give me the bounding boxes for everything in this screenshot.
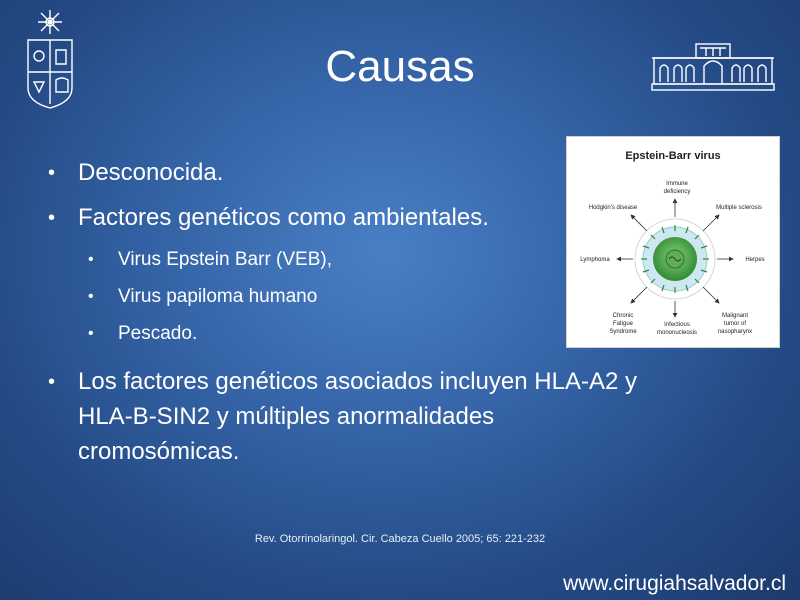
citation: Rev. Otorrinolaringol. Cir. Cabeza Cuell… [254,533,546,545]
bullet-continuation: cromosómicas. [78,438,240,465]
label-cfs-1: Chronic [613,313,634,319]
label-malignant-3: nasopharynx [718,329,752,335]
bullet-dot-icon: • [88,251,94,268]
label-immune-1: Immune [666,181,688,187]
label-malignant-1: Malignant [722,313,748,319]
website-url: www.cirugiahsalvador.cl [563,572,786,595]
sub-bullet-item: • Pescado. [88,323,198,344]
ebv-diagram: Epstein-Barr virus [566,136,780,348]
label-cfs-2: Fatigue [613,321,634,327]
ebv-diagram-svg: Epstein-Barr virus [580,150,764,336]
bullet-item: • Los factores genéticos asociados inclu… [48,368,637,395]
bullet-dot-icon: • [88,325,94,342]
diagram-title: Epstein-Barr virus [625,150,720,162]
bullet-dot-icon: • [48,371,56,393]
label-ms: Multiple sclerosis [716,205,762,211]
label-herpes: Herpes [745,257,764,263]
label-cfs-3: Syndrome [609,329,637,335]
label-malignant-2: tumor of [724,321,746,327]
slide-title: Causas [325,42,475,91]
bullet-dot-icon: • [48,207,56,229]
bullet-continuation: HLA-B-SIN2 y múltiples anormalidades [78,403,495,430]
bullet-dot-icon: • [88,288,94,305]
label-immune-2: deficiency [664,189,691,195]
bullet-item: • Desconocida. [48,159,224,186]
label-lymphoma: Lymphoma [580,257,610,263]
virus-spikes [641,225,709,293]
diagram-arrows [616,198,734,318]
building-logo [651,43,775,91]
university-logo [27,10,73,109]
bullet-dot-icon: • [48,162,56,184]
outer-ring [634,218,716,300]
label-mono-1: Infectious [664,322,690,328]
bullet-item: • Factores genéticos como ambientales. [48,204,489,231]
sub-bullet-item: • Virus Epstein Barr (VEB), [88,249,333,270]
sub-bullet-item: • Virus papiloma humano [88,286,318,307]
label-hodgkins: Hodgkin's disease [589,205,638,211]
label-mono-2: mononucleosis [657,330,697,336]
